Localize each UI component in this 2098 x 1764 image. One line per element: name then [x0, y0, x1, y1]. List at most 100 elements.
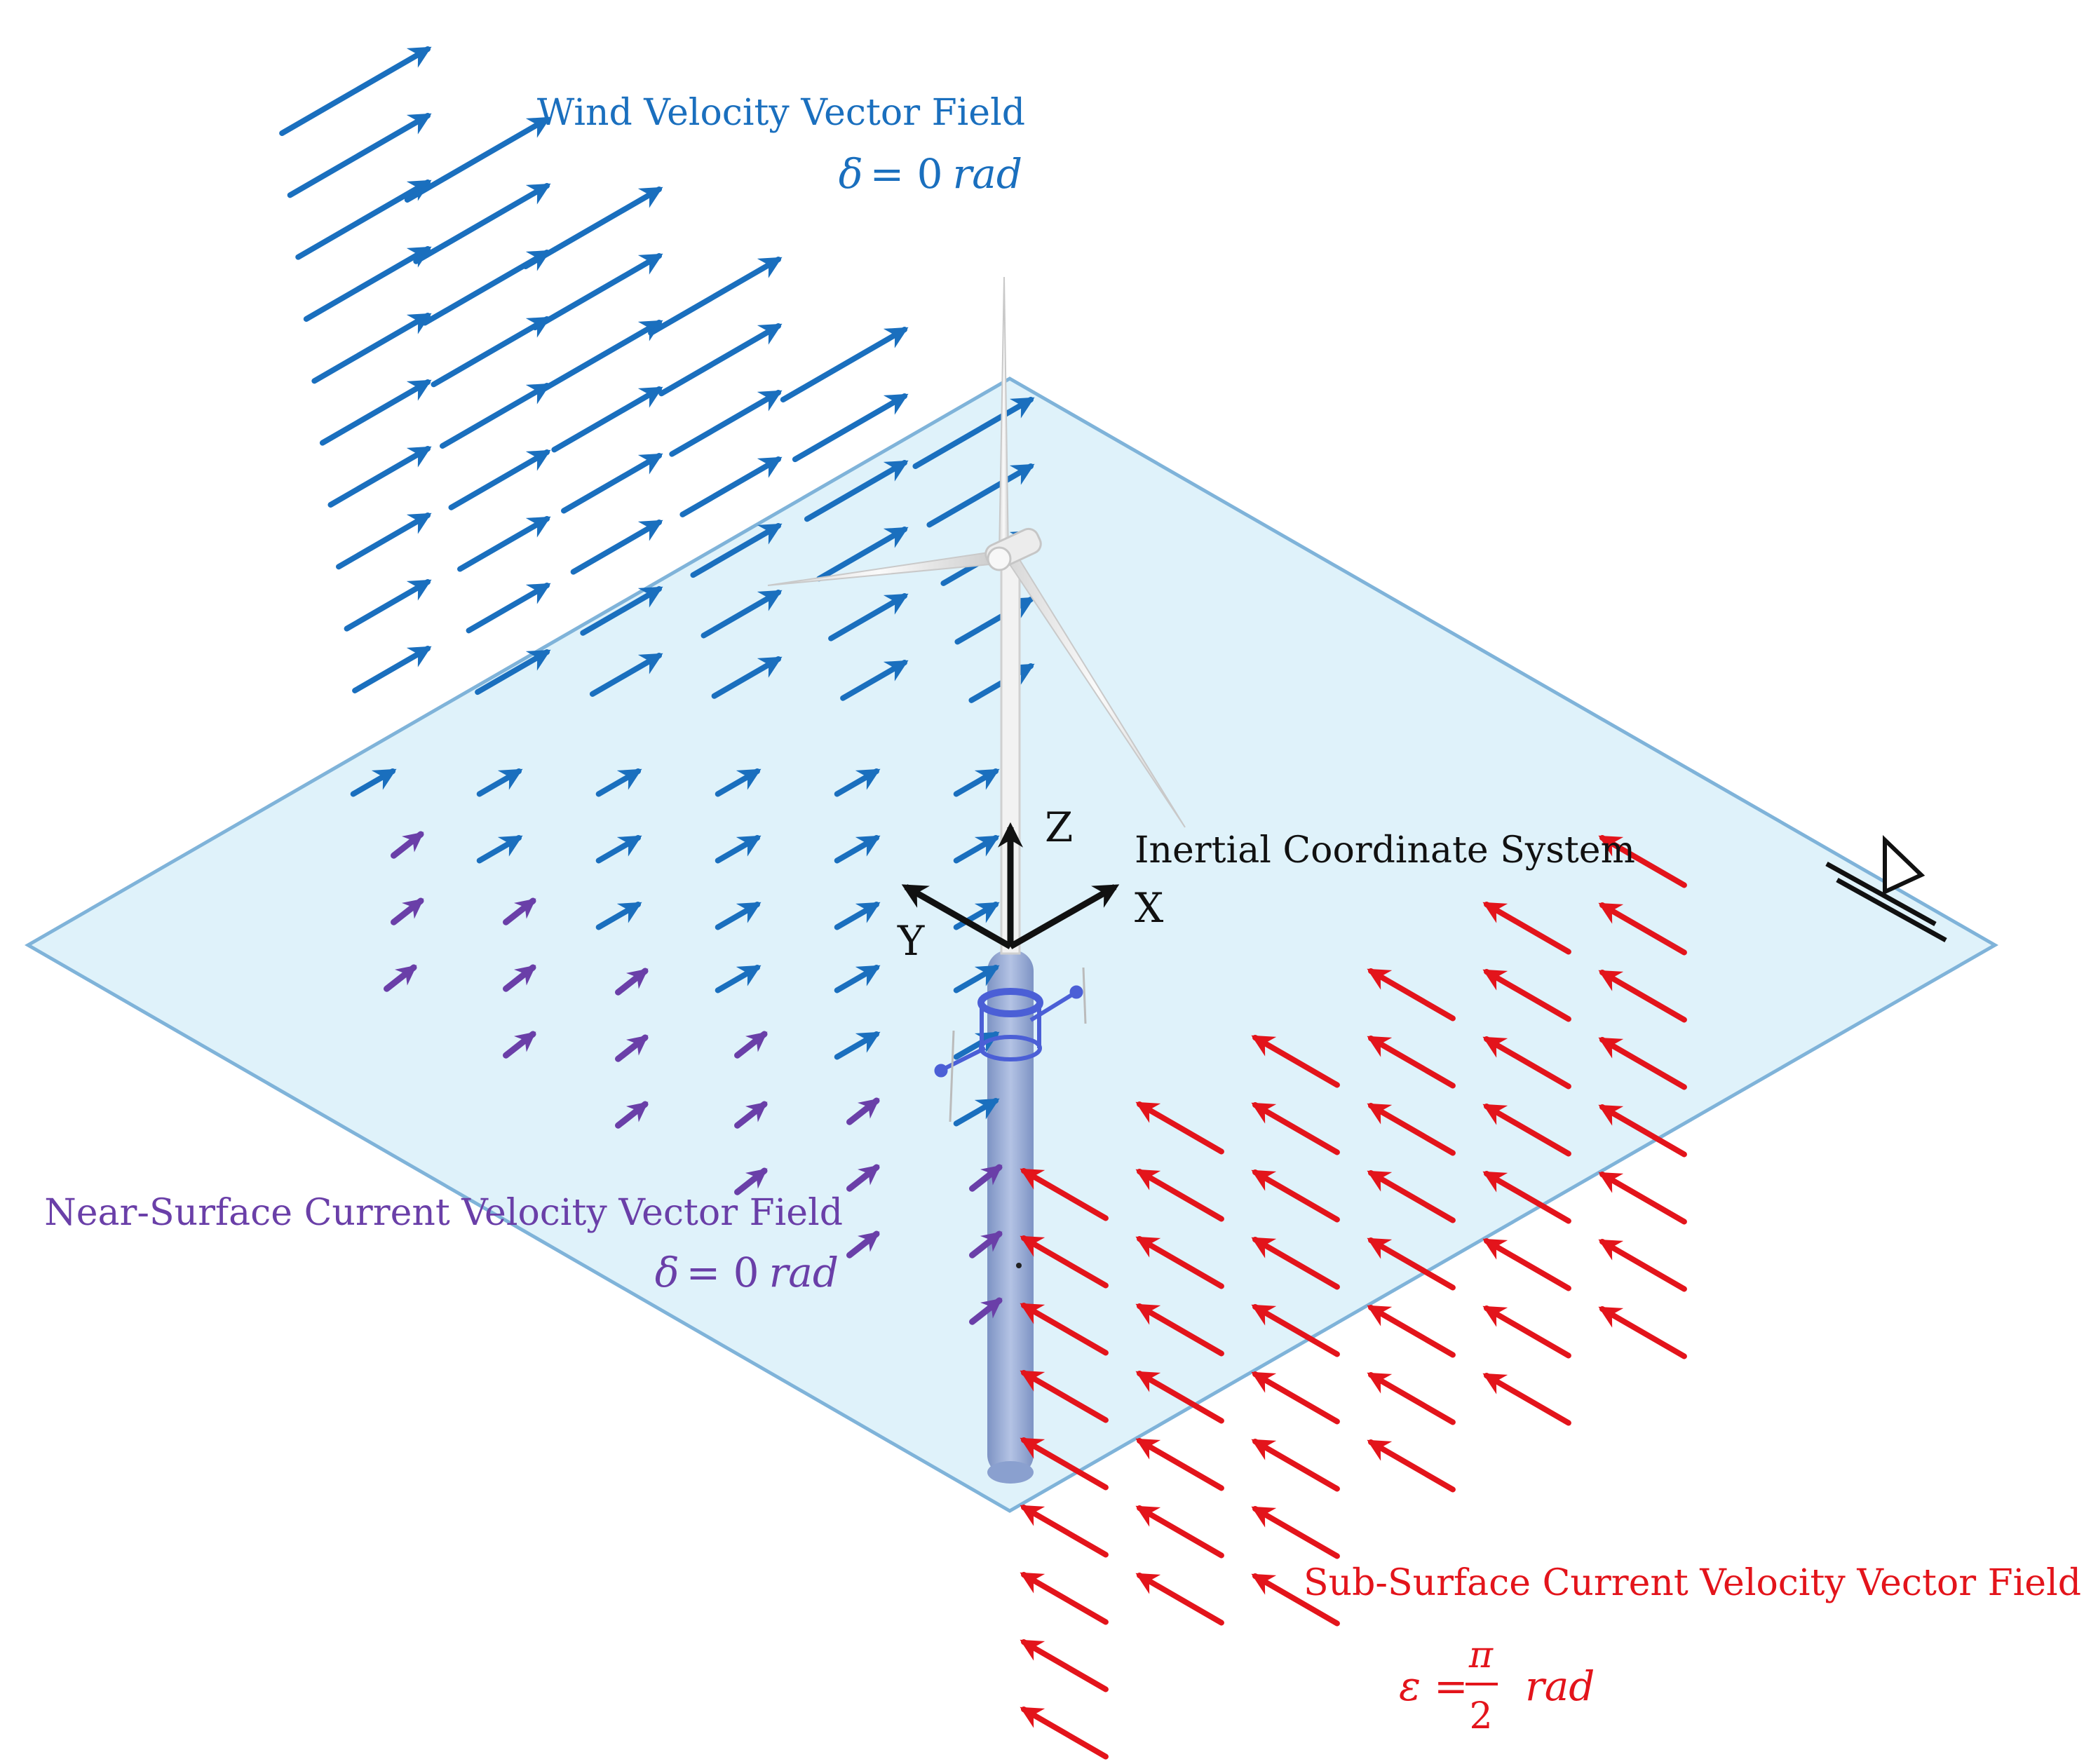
- wind-vector-arrow: [336, 513, 432, 570]
- sub-surface-vector-arrow: [1251, 1237, 1340, 1290]
- inertial-coordinate-axes: [901, 822, 1120, 949]
- sub-surface-vector-arrow: [1135, 1505, 1224, 1559]
- wind-vector-arrow: [595, 768, 642, 797]
- water-level-icon: [1825, 834, 1947, 943]
- sub-surface-vector-arrow: [1367, 1305, 1456, 1358]
- wind-vector-arrow: [439, 383, 551, 449]
- sub-surface-vector-arrow: [1251, 1371, 1340, 1425]
- sub-surface-vector-arrow: [1020, 1639, 1109, 1692]
- svg-text:π: π: [1468, 1634, 1494, 1676]
- axis-y-label: Y: [897, 917, 925, 965]
- sub-surface-field-angle: ε = π 2 rad: [1399, 1634, 1595, 1737]
- near-surface-vector-arrow: [503, 964, 536, 992]
- wind-field-title: Wind Velocity Vector Field: [537, 92, 1025, 134]
- wind-vector-arrow: [295, 179, 432, 260]
- wind-vector-arrow: [476, 835, 523, 864]
- sub-surface-field-title: Sub-Surface Current Velocity Vector Fiel…: [1304, 1562, 2081, 1604]
- sub-surface-vector-arrow: [1020, 1370, 1109, 1423]
- svg-text:ε: ε: [1399, 1662, 1421, 1710]
- near-surface-vector-arrow: [615, 968, 649, 996]
- wind-vector-arrow: [352, 646, 432, 693]
- sub-surface-vector-arrow: [1251, 1102, 1340, 1155]
- sub-surface-vector-arrow: [1251, 1035, 1340, 1088]
- sub-surface-vector-arrow: [1251, 1573, 1340, 1627]
- wind-vector-arrow: [715, 835, 762, 864]
- wind-vector-arrow: [595, 902, 642, 930]
- sub-surface-vector-arrow: [1482, 902, 1571, 955]
- sub-surface-vector-arrow: [1482, 1036, 1571, 1090]
- sub-surface-vector-arrow: [1251, 1304, 1340, 1357]
- near-surface-vector-arrow: [846, 1097, 880, 1125]
- sub-surface-vector-arrow: [1482, 1238, 1571, 1291]
- sub-surface-vector-arrow: [1135, 1303, 1224, 1357]
- sub-surface-vector-arrow: [1020, 1707, 1109, 1760]
- near-surface-vector-arrow: [734, 1101, 768, 1129]
- wind-vector-arrow: [648, 257, 783, 336]
- sub-surface-vector-arrow: [1482, 1171, 1571, 1224]
- wind-vector-arrow: [570, 520, 663, 575]
- sub-surface-vector-arrow: [1020, 1168, 1109, 1221]
- near-surface-vector-arrow: [846, 1164, 880, 1192]
- sub-surface-vector-arrow: [1367, 1103, 1456, 1156]
- wind-vector-arrow: [580, 586, 663, 636]
- wind-vector-arrow: [669, 390, 783, 457]
- sub-surface-vector-arrow: [1135, 1101, 1224, 1155]
- near-surface-vector-arrow: [391, 897, 424, 925]
- sub-surface-vector-arrow: [1135, 1169, 1224, 1222]
- wind-vector-arrow: [953, 835, 1000, 864]
- origin-dot: [1016, 1263, 1022, 1268]
- sub-surface-vector-arrow: [1251, 1169, 1340, 1223]
- sub-surface-vector-arrow: [1367, 1170, 1456, 1223]
- wind-vector-arrow: [522, 186, 663, 269]
- wind-vector-arrow: [350, 768, 397, 797]
- wind-vector-arrow: [287, 113, 432, 198]
- sub-surface-vector-arrow: [1367, 1036, 1456, 1089]
- sub-surface-vector-arrow: [1367, 1439, 1456, 1493]
- wind-vector-arrow: [466, 583, 551, 634]
- wind-vector-arrow: [715, 965, 762, 993]
- wind-vector-arrow: [792, 393, 909, 463]
- sub-surface-vector-arrow: [1367, 1237, 1456, 1291]
- sub-surface-vector-arrow: [1367, 968, 1456, 1022]
- wind-vector-arrow: [327, 446, 432, 508]
- sub-surface-vector-arrow: [1482, 1104, 1571, 1157]
- sub-surface-vector-arrow: [1251, 1506, 1340, 1559]
- svg-text:rad: rad: [1525, 1662, 1595, 1710]
- sub-surface-vector-arrow: [1598, 1306, 1687, 1359]
- svg-text:=: =: [1434, 1662, 1468, 1710]
- wind-vector-arrow: [840, 660, 909, 701]
- near-surface-vector-arrow: [615, 1034, 649, 1062]
- wind-vector-arrow: [834, 1031, 881, 1060]
- wind-vector-arrow: [953, 1098, 1000, 1127]
- wind-vector-arrow: [834, 835, 881, 864]
- wind-vector-arrow: [279, 46, 432, 136]
- wind-vector-arrow: [711, 656, 783, 699]
- wind-vector-arrow: [551, 386, 663, 453]
- wind-vector-arrow: [953, 768, 1000, 797]
- wind-vector-arrow: [319, 379, 432, 446]
- wind-vector-arrow: [589, 653, 663, 697]
- wind-vector-arrow: [431, 316, 551, 388]
- wind-vector-arrow: [690, 523, 783, 578]
- near-surface-vector-arrow: [503, 897, 536, 925]
- wind-vector-arrow: [804, 460, 909, 522]
- near-surface-field-title: Near-Surface Current Velocity Vector Fie…: [44, 1192, 843, 1234]
- wind-vector-arrow: [344, 579, 432, 632]
- near-surface-vector-arrow: [969, 1164, 1003, 1192]
- sub-surface-vector-arrow: [1135, 1371, 1224, 1424]
- wind-vector-arrow: [476, 768, 523, 797]
- sub-surface-vector-arrow: [1598, 835, 1687, 888]
- axis-x-arrow: [1008, 884, 1120, 949]
- near-surface-vector-arrow: [734, 1167, 768, 1195]
- sub-surface-vector-arrow: [1598, 970, 1687, 1023]
- wind-vector-arrow: [912, 397, 1035, 469]
- wind-vector-arrow: [828, 593, 909, 642]
- wind-vector-arrow: [926, 463, 1035, 528]
- wind-vector-arrow: [532, 253, 663, 331]
- wind-vector-arrow: [715, 768, 762, 797]
- sub-surface-vector-arrow: [1598, 1037, 1687, 1090]
- wind-vector-arrow: [541, 320, 663, 392]
